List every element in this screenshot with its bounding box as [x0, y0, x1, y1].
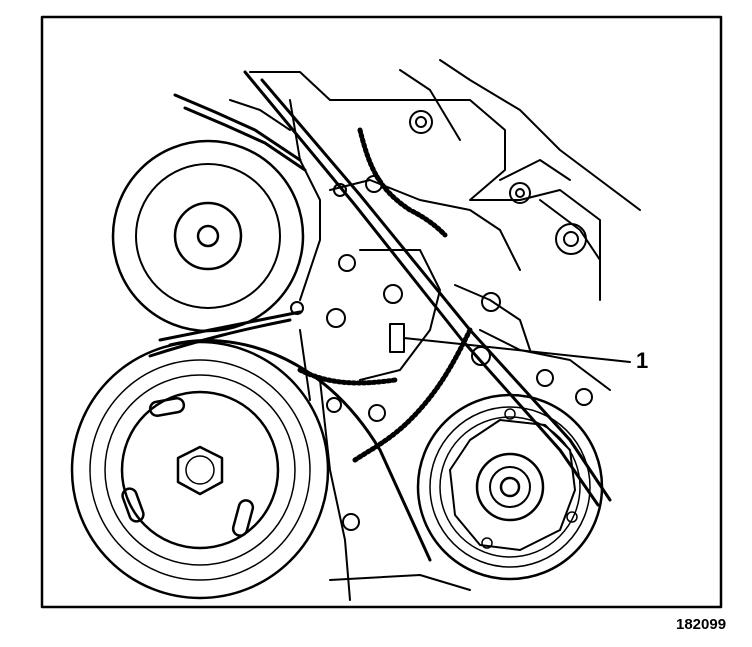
sensor [389, 323, 405, 353]
hex-bolt [176, 445, 224, 496]
drive-belt [148, 70, 612, 562]
figure-id: 182099 [676, 616, 727, 633]
right-pulley [416, 393, 604, 581]
bolts [290, 110, 593, 531]
crankshaft-pulley [70, 340, 330, 600]
callout-number: 1 [636, 348, 649, 373]
engine-block [229, 59, 641, 601]
upper-left-pulley [111, 139, 305, 333]
diagram-border [40, 15, 723, 609]
callout-leader-line [403, 337, 631, 363]
